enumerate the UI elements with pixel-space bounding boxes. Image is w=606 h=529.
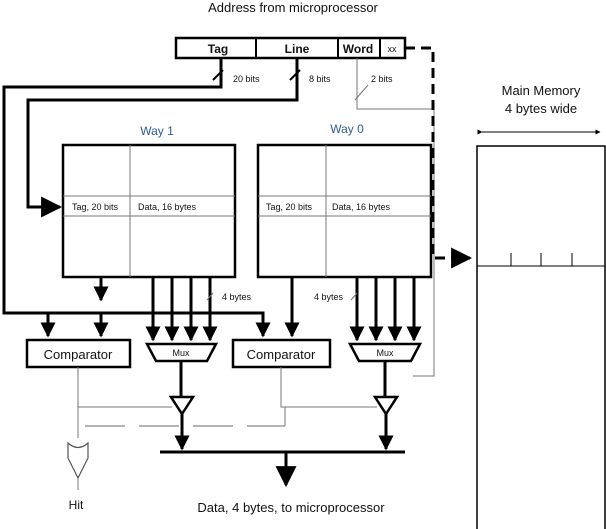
- address-tag-field: Tag: [208, 42, 228, 56]
- mux-way-1-label: Mux: [172, 348, 190, 358]
- line-bits-label: 8 bits: [309, 74, 331, 84]
- way-0-data-column: Data, 16 bytes: [332, 202, 391, 212]
- comparator-way-0-label: Comparator: [247, 347, 316, 362]
- buffer-way-0: [372, 395, 400, 417]
- diagram-title: Address from microprocessor: [208, 0, 378, 15]
- address-word-field: Word: [343, 42, 373, 56]
- address-xx-field: xx: [388, 44, 398, 54]
- tag-bits-label: 20 bits: [233, 74, 260, 84]
- way-0-bus-label: 4 bytes: [314, 292, 344, 302]
- way-1-data-column: Data, 16 bytes: [138, 202, 197, 212]
- comparator-way-0: Comparator: [231, 338, 332, 369]
- address-line-field: Line: [285, 42, 310, 56]
- way-0-label: Way 0: [330, 122, 364, 136]
- comparator-way-1-label: Comparator: [44, 347, 113, 362]
- main-memory-subtitle: 4 bytes wide: [505, 101, 577, 116]
- way-1-array: Way 1 Tag, 20 bits Data, 16 bytes: [61, 124, 237, 279]
- way-0-tag-column: Tag, 20 bits: [266, 202, 313, 212]
- way-0-array: Way 0 Tag, 20 bits Data, 16 bytes: [256, 122, 433, 279]
- word-bits-label: 2 bits: [371, 74, 393, 84]
- mux-way-1: Mux: [144, 342, 219, 363]
- way-1-label: Way 1: [140, 124, 174, 138]
- address-register: Tag Line Word xx: [174, 36, 407, 60]
- mux-way-0-label: Mux: [376, 348, 394, 358]
- buffer-way-1: [168, 395, 196, 417]
- mux-way-0: Mux: [347, 342, 423, 363]
- output-label: Data, 4 bytes, to microprocessor: [197, 500, 385, 515]
- comparator-way-1: Comparator: [25, 338, 132, 369]
- or-gate: [67, 441, 89, 480]
- main-memory: Main Memory 4 bytes wide: [476, 83, 606, 529]
- hit-label: Hit: [69, 498, 84, 512]
- way-1-tag-column: Tag, 20 bits: [72, 202, 119, 212]
- way-1-bus-label: 4 bytes: [222, 292, 252, 302]
- main-memory-title: Main Memory: [502, 83, 581, 98]
